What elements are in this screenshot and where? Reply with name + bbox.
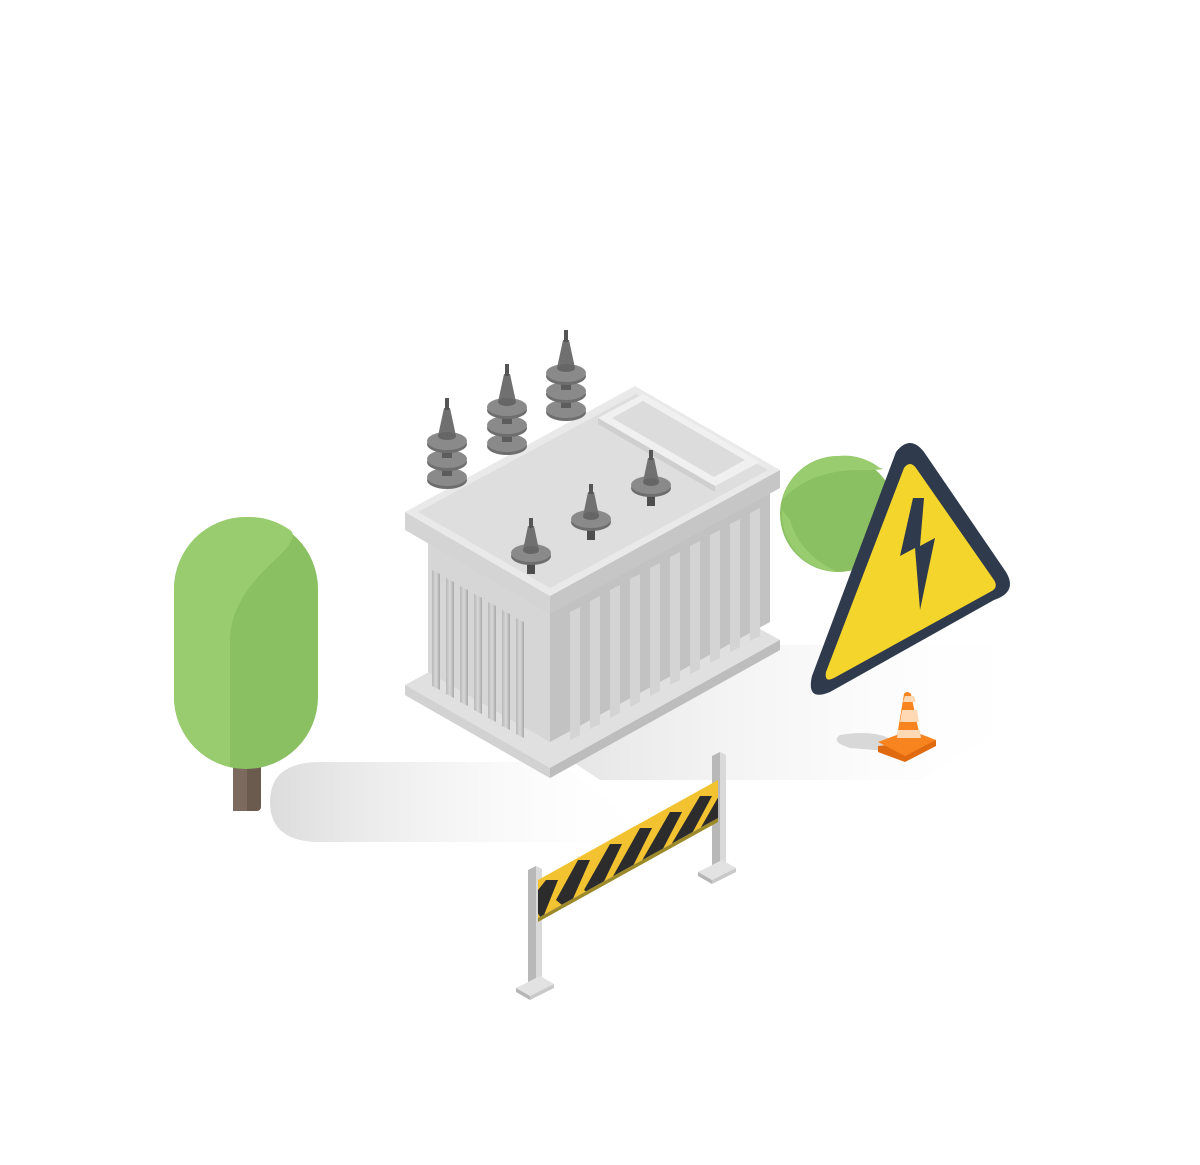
- insulator-hv-1: [427, 398, 467, 489]
- transformer: [405, 330, 780, 778]
- striped-barrier: [516, 752, 736, 1000]
- cooling-fins-left: [432, 570, 524, 738]
- insulator-hv-2: [487, 364, 527, 455]
- warning-sign: [810, 443, 1010, 695]
- insulator-hv-3: [546, 330, 586, 421]
- traffic-cone: [878, 692, 936, 762]
- cooling-fins-right: [570, 508, 760, 740]
- tree: [174, 516, 318, 811]
- lightning-bolt-icon: [900, 498, 935, 610]
